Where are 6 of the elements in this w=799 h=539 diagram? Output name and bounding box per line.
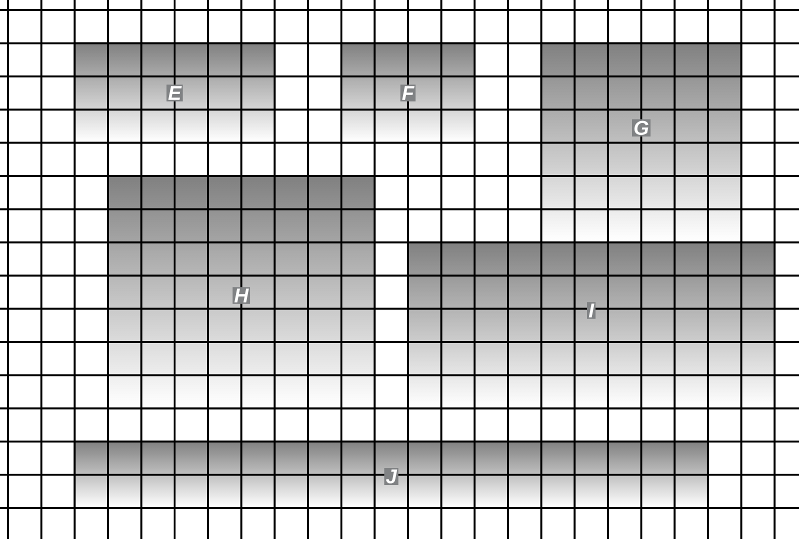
shaded-region: G — [540, 42, 742, 244]
shaded-region: F — [340, 42, 476, 144]
shaded-region: H — [107, 175, 376, 410]
shaded-region: I — [406, 241, 776, 410]
shaded-region: E — [74, 42, 276, 144]
shaded-region: J — [74, 440, 709, 509]
